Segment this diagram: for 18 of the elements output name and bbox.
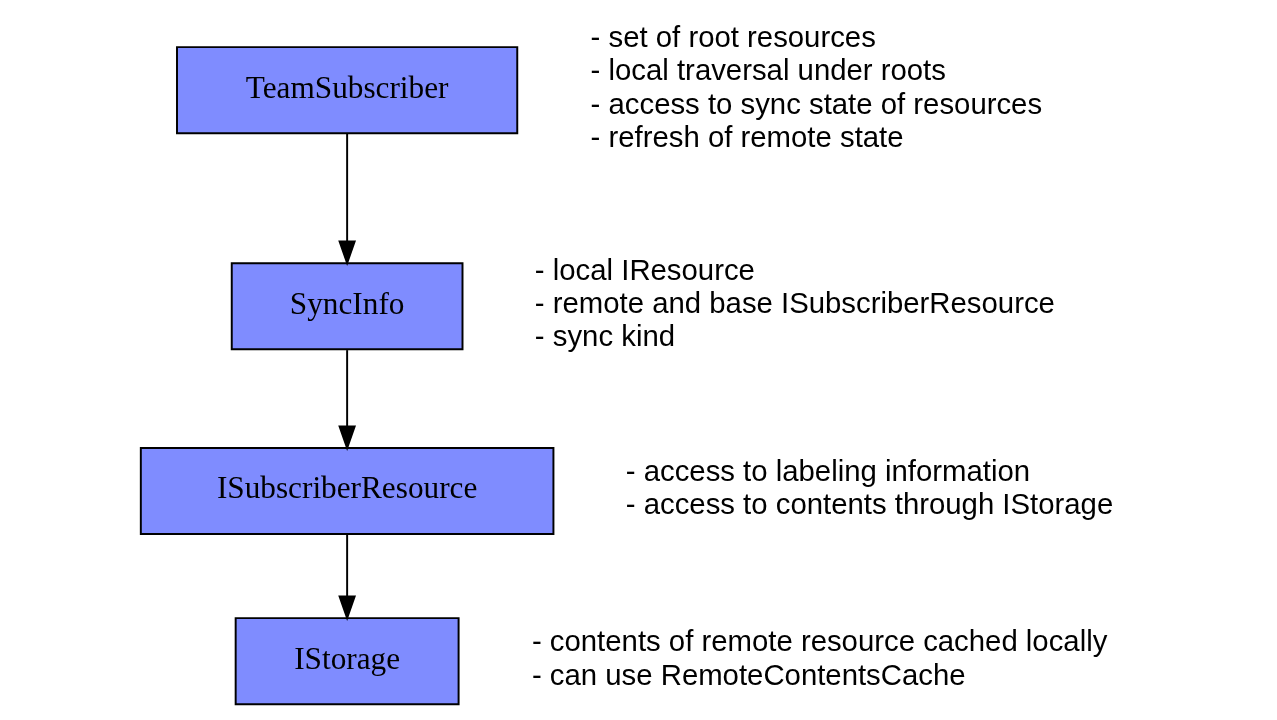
- node-label: - can use RemoteContentsCache: [531, 657, 966, 691]
- node-box: ISubscriberResource: [139, 447, 555, 535]
- arrow: [338, 349, 357, 451]
- node-label: - access to sync state of resources: [590, 86, 1043, 120]
- node-label: - local IResource: [534, 252, 755, 286]
- node-box: IStorage: [234, 617, 460, 706]
- node-label: - remote and base ISubscriberResource: [534, 286, 1055, 320]
- node-box: TeamSubscriber: [176, 46, 519, 135]
- node-label: - set of root resources: [590, 20, 876, 54]
- node-box: SyncInfo: [230, 262, 464, 351]
- arrow: [338, 533, 357, 621]
- node-label: - contents of remote resource cached locally: [531, 624, 1108, 658]
- node-label: - access to labeling information: [625, 454, 1031, 488]
- node-label: - access to contents through IStorage: [625, 487, 1114, 521]
- node-label: - local traversal under roots: [590, 53, 946, 87]
- node-label: - sync kind: [534, 319, 676, 353]
- node-label: - refresh of remote state: [590, 119, 904, 153]
- arrow: [338, 132, 357, 266]
